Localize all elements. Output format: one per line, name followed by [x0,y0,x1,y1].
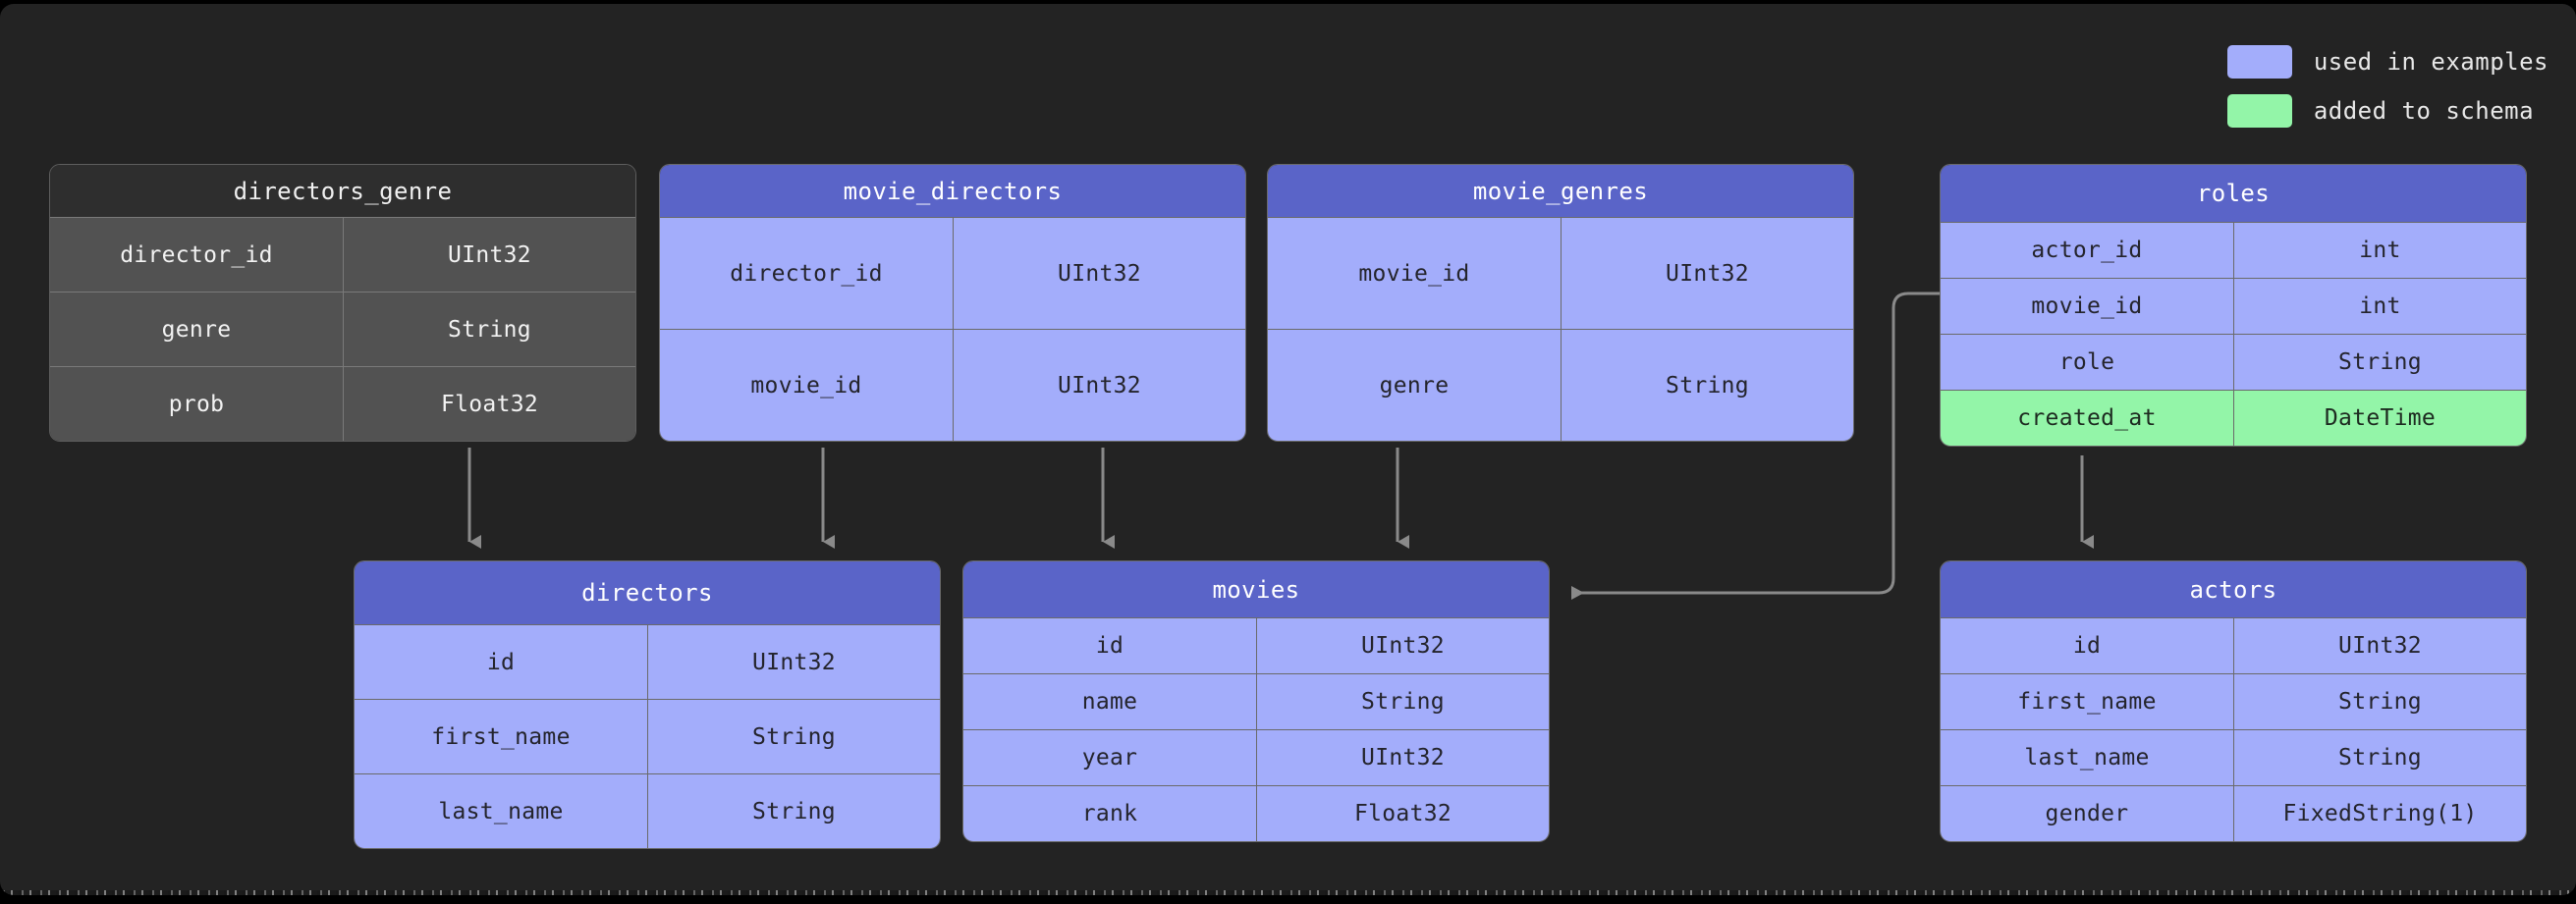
table-header-movie_genres: movie_genres [1268,165,1853,217]
table-header-directors: directors [355,561,940,624]
column-type: int [2233,278,2526,334]
legend-label-added-to-schema: added to schema [2313,97,2535,125]
column-name: movie_id [1941,278,2233,334]
column-name: gender [1941,785,2233,841]
table-row[interactable]: name String [963,673,1549,729]
table-actors[interactable]: actors id UInt32 first_name String last_… [1940,560,2527,842]
column-name: created_at [1941,390,2233,446]
column-type: DateTime [2233,390,2526,446]
column-name: id [963,617,1256,673]
table-row[interactable]: id UInt32 [963,617,1549,673]
column-type: UInt32 [953,329,1245,441]
table-row[interactable]: id UInt32 [355,624,940,699]
table-row[interactable]: genre String [50,292,635,366]
column-type: String [2233,334,2526,390]
legend: used in examples added to schema [2226,45,2549,128]
legend-label-used-in-examples: used in examples [2313,48,2549,76]
column-type: UInt32 [1256,617,1549,673]
table-row-added[interactable]: created_at DateTime [1941,390,2526,446]
table-header-roles: roles [1941,165,2526,222]
legend-item-used-in-examples: used in examples [2226,45,2549,79]
table-row[interactable]: role String [1941,334,2526,390]
table-row[interactable]: actor_id int [1941,222,2526,278]
table-row[interactable]: director_id UInt32 [660,217,1245,329]
column-name: year [963,729,1256,785]
column-type: String [343,292,635,366]
table-row[interactable]: movie_id UInt32 [660,329,1245,441]
diagram-canvas: used in examples added to schema [0,4,2576,895]
table-roles[interactable]: roles actor_id int movie_id int role Str… [1940,164,2527,447]
table-row[interactable]: id UInt32 [1941,617,2526,673]
column-name: last_name [1941,729,2233,785]
table-row[interactable]: last_name String [1941,729,2526,785]
column-type: String [1256,673,1549,729]
column-type: String [647,773,940,848]
column-name: director_id [660,217,953,329]
table-row[interactable]: movie_id int [1941,278,2526,334]
column-name: last_name [355,773,647,848]
column-type: int [2233,222,2526,278]
column-name: first_name [355,699,647,773]
table-title: actors [2189,575,2277,604]
table-title: directors [581,579,713,607]
legend-swatch-used-in-examples [2226,45,2292,79]
column-type: UInt32 [1561,217,1853,329]
table-row[interactable]: last_name String [355,773,940,848]
column-type: FixedString(1) [2233,785,2526,841]
column-name: director_id [50,217,343,292]
table-header-movie_directors: movie_directors [660,165,1245,217]
table-title: movie_directors [843,177,1063,205]
table-title: movies [1212,575,1300,604]
column-name: movie_id [660,329,953,441]
table-row[interactable]: gender FixedString(1) [1941,785,2526,841]
column-type: String [1561,329,1853,441]
column-type: Float32 [1256,785,1549,841]
column-name: actor_id [1941,222,2233,278]
column-type: UInt32 [647,624,940,699]
column-type: String [2233,729,2526,785]
table-title: directors_genre [233,177,453,205]
column-type: UInt32 [953,217,1245,329]
column-name: movie_id [1268,217,1561,329]
table-header-directors_genre: directors_genre [50,165,635,217]
column-name: genre [50,292,343,366]
column-name: first_name [1941,673,2233,729]
column-type: String [647,699,940,773]
column-name: role [1941,334,2233,390]
bottom-edge-artifact [0,890,2576,895]
table-row[interactable]: first_name String [1941,673,2526,729]
table-title: movie_genres [1472,177,1649,205]
table-directors_genre[interactable]: directors_genre director_id UInt32 genre… [49,164,636,442]
column-name: id [355,624,647,699]
table-movie_genres[interactable]: movie_genres movie_id UInt32 genre Strin… [1267,164,1854,442]
column-name: prob [50,366,343,441]
column-name: name [963,673,1256,729]
table-header-actors: actors [1941,561,2526,617]
column-name: rank [963,785,1256,841]
column-type: UInt32 [343,217,635,292]
table-row[interactable]: director_id UInt32 [50,217,635,292]
table-row[interactable]: rank Float32 [963,785,1549,841]
legend-swatch-added-to-schema [2226,94,2292,128]
table-title: roles [2196,180,2271,207]
table-row[interactable]: genre String [1268,329,1853,441]
table-movies[interactable]: movies id UInt32 name String year UInt32… [962,560,1550,842]
legend-item-added-to-schema: added to schema [2226,94,2549,128]
table-row[interactable]: prob Float32 [50,366,635,441]
column-type: UInt32 [2233,617,2526,673]
column-type: UInt32 [1256,729,1549,785]
column-type: String [2233,673,2526,729]
table-directors[interactable]: directors id UInt32 first_name String la… [354,560,941,849]
column-type: Float32 [343,366,635,441]
table-header-movies: movies [963,561,1549,617]
table-row[interactable]: first_name String [355,699,940,773]
column-name: id [1941,617,2233,673]
table-row[interactable]: year UInt32 [963,729,1549,785]
table-movie_directors[interactable]: movie_directors director_id UInt32 movie… [659,164,1246,442]
table-row[interactable]: movie_id UInt32 [1268,217,1853,329]
column-name: genre [1268,329,1561,441]
